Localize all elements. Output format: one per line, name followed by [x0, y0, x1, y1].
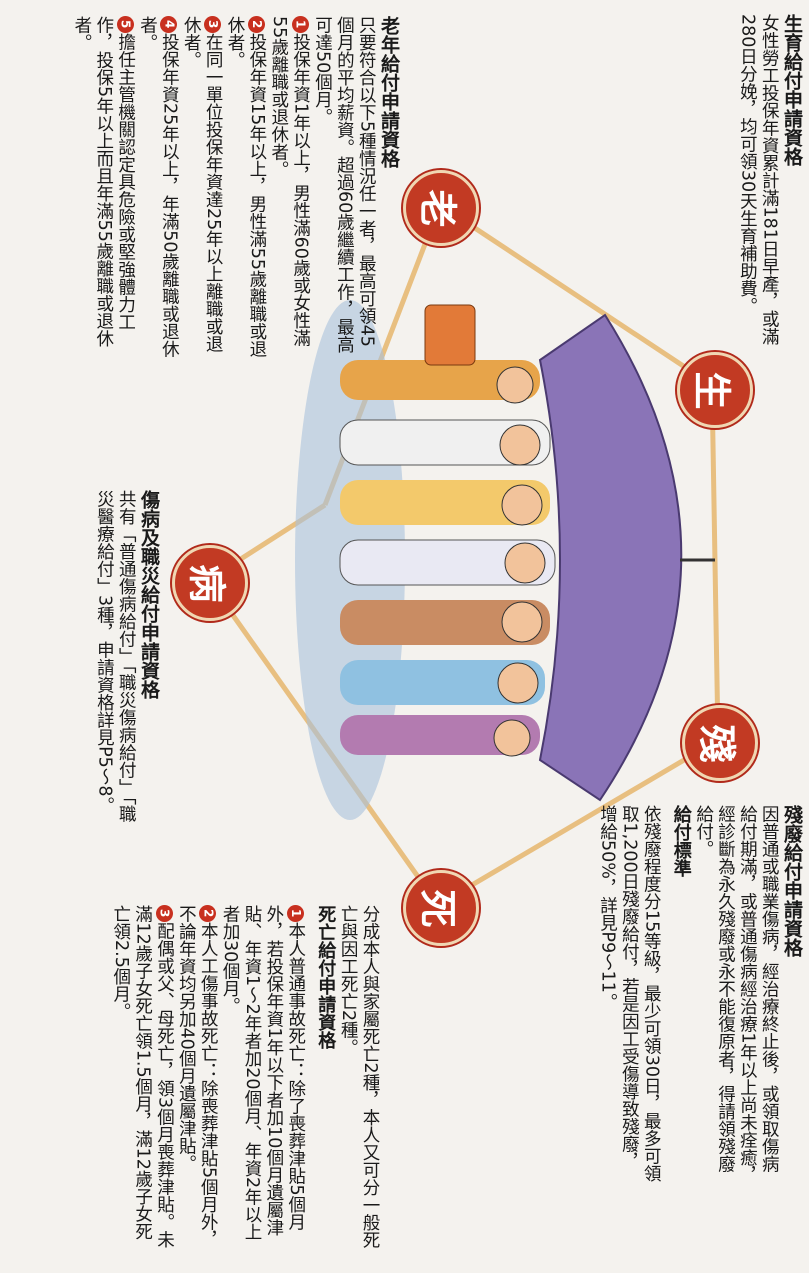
old-age-title: 老年給付申請資格 [378, 16, 400, 168]
old-age-item: 1投保年資1年以上，男性滿60歲或女性滿55歲離職或退休者。 [268, 16, 311, 347]
death-item: 3配偶或父、母死亡，領3個月喪葬津貼。未滿12歲子女死亡領1.5個月，滿12歲子… [110, 905, 175, 1249]
birth-body: 女性勞工投保年資累計滿181日早產，或滿280日分娩，均可領30天生育補助費。 [737, 14, 780, 345]
badge-old: 老 [403, 170, 479, 246]
badge-birth: 生 [677, 352, 753, 428]
old-age-body: 只要符合以下5種情況任一者，最高可領45個月的平均薪資。超過60歲繼續工作，最高… [312, 16, 377, 354]
birth-section: 生育給付申請資格 女性勞工投保年資累計滿181日早產，或滿280日分娩，均可領3… [736, 14, 803, 359]
umbrella-canopy [538, 313, 683, 802]
death-title: 死亡給付申請資格 [315, 905, 337, 1049]
disability-section: 殘廢給付申請資格 因普通或職業傷病，經治療終止後，或領取傷病給付期滿，或普通傷病… [596, 805, 804, 1185]
badge-disability: 殘 [682, 705, 758, 781]
sickness-section: 傷病及職災給付申請資格 共有「普通傷病給付」「職災傷病給付」「職災醫療給付」3種… [60, 490, 160, 830]
death-section: 分成本人與家屬死亡2種，本人又可分一般死亡與因工死亡2種。 死亡給付申請資格 1… [111, 905, 380, 1255]
death-item: 2本人工傷事故死亡：除喪葬津貼5個月外，不論年資均另加40個月遺屬津貼。 [176, 905, 219, 1249]
old-age-item: 3在同一單位投保年資達25年以上離職或退休者。 [181, 16, 224, 353]
disability-standard-body: 依殘廢程度分15等級，最少可領30日，最多可領取1,200日殘廢給付，若是因工受… [597, 805, 662, 1183]
disability-title: 殘廢給付申請資格 [781, 805, 803, 957]
birth-title: 生育給付申請資格 [781, 14, 803, 166]
badge-death: 死 [403, 870, 479, 946]
old-age-section: 老年給付申請資格 只要符合以下5種情況任一者，最高可領45個月的平均薪資。超過6… [72, 16, 400, 361]
disability-body: 因普通或職業傷病，經治療終止後，或領取傷病給付期滿，或普通傷病經治療1年以上尚未… [693, 805, 780, 1184]
old-age-item: 2投保年資15年以上，男性滿55歲離職或退休者。 [225, 16, 267, 358]
sickness-title: 傷病及職災給付申請資格 [138, 490, 160, 699]
sickness-body: 共有「普通傷病給付」「職災傷病給付」「職災醫療給付」3種，申請資格詳見P5～8。 [94, 490, 137, 823]
old-age-item: 5擔任主管機關認定具危險或堅強體力工作，投保5年以上而且年滿55歲離職或退休者。 [71, 16, 136, 347]
old-age-item: 4投保年資25年以上，年滿50歲離職或退休者。 [137, 16, 180, 358]
death-item: 1本人普通事故死亡：除了喪葬津貼5個月外，若投保年資1年以下者加10個月遺屬津貼… [220, 905, 306, 1241]
badge-sick: 病 [172, 545, 248, 621]
disability-standard-title: 給付標準 [670, 805, 692, 877]
death-intro: 分成本人與家屬死亡2種，本人又可分一般死亡與因工死亡2種。 [338, 905, 380, 1249]
people-group [339, 304, 556, 757]
